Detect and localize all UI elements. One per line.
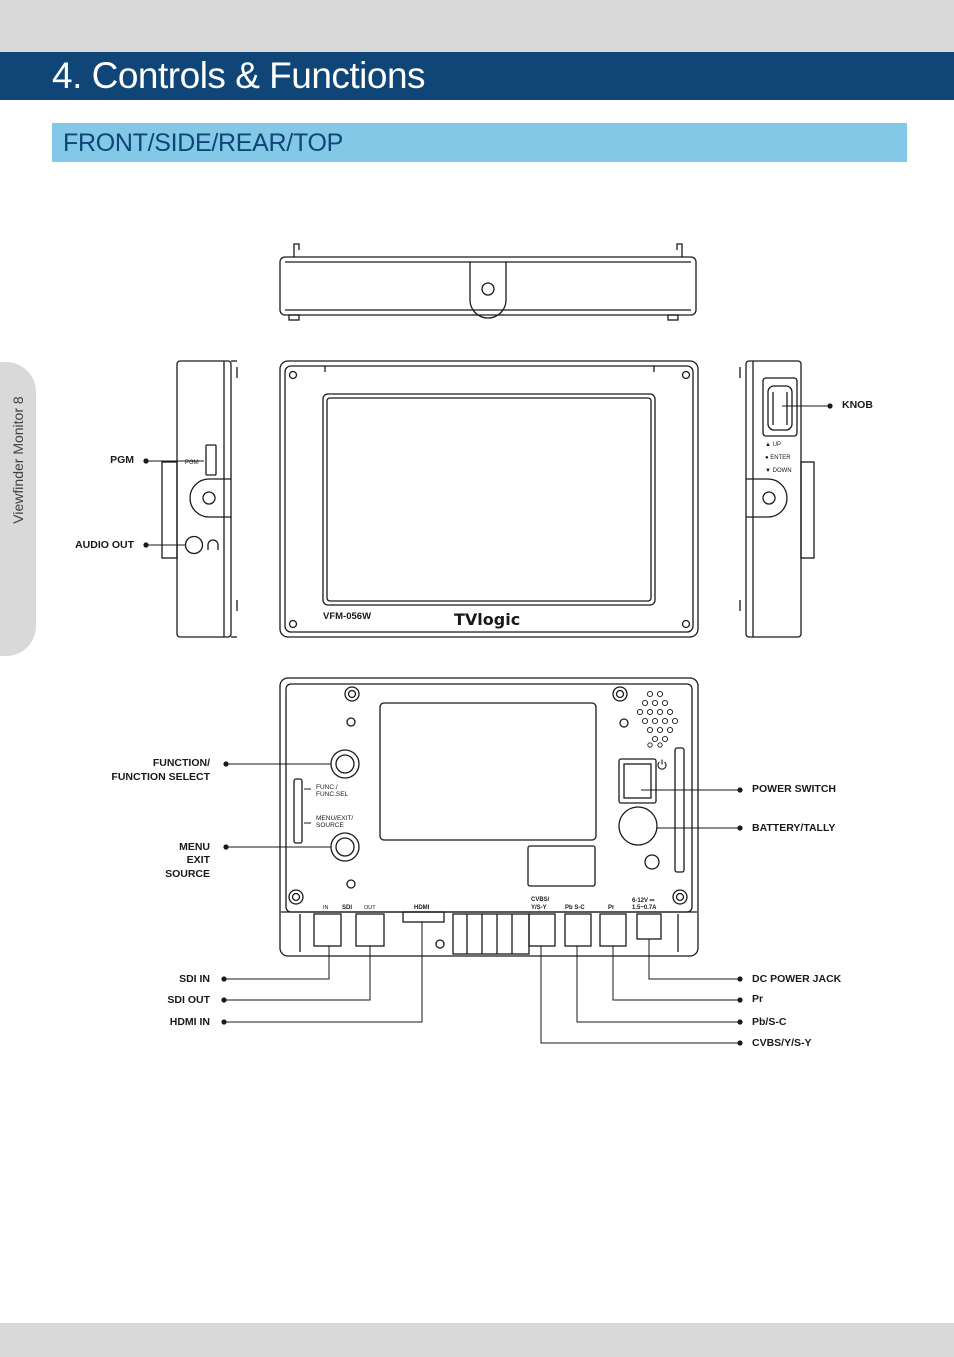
callout-knob: KNOB <box>842 399 873 411</box>
callout-menu-1: MENU <box>179 841 210 853</box>
front-model: VFM-056W <box>323 611 371 622</box>
title-bar <box>0 52 954 100</box>
cvbs-port-label-1: CVBS/ <box>531 897 550 903</box>
section-bar <box>52 123 907 162</box>
sdi-port-label: SDI <box>342 905 352 911</box>
pb-port-label: Pb S-C <box>565 905 585 911</box>
func-sel-label: FUNC.SEL <box>316 791 349 798</box>
right-side-view <box>739 360 815 638</box>
sdi-out-port-label: OUT <box>364 905 376 911</box>
callout-dc-power-jack: DC POWER JACK <box>752 973 842 985</box>
source-key-label: SOURCE <box>316 822 344 829</box>
dc-port-label-1: 6-12V ⎓ <box>632 898 655 904</box>
callout-function-1: FUNCTION/ <box>152 757 210 769</box>
side-tab <box>0 362 36 656</box>
callout-battery-tally: BATTERY/TALLY <box>752 822 836 834</box>
front-view <box>279 360 699 638</box>
callout-sdi-in: SDI IN <box>179 973 210 985</box>
callout-hdmi-in: HDMI IN <box>169 1016 210 1028</box>
hdmi-port-label: HDMI <box>414 905 430 911</box>
sdi-in-port-label: IN <box>323 905 329 911</box>
speaker-grille <box>636 690 679 748</box>
callout-cvbs: CVBS/Y/S-Y <box>752 1037 812 1049</box>
callout-audio-out: AUDIO OUT <box>75 539 134 551</box>
callout-power-switch: POWER SWITCH <box>752 783 836 795</box>
knob-up-label: ▲ UP <box>765 442 781 448</box>
callout-menu-3: SOURCE <box>165 868 210 880</box>
top-band <box>0 0 954 52</box>
menu-key-label: MENU/EXIT/ <box>316 815 353 822</box>
pgm-port-label: PGM <box>185 460 199 466</box>
callout-menu-2: EXIT <box>186 854 210 866</box>
power-icon <box>657 759 667 770</box>
page-title: 4. Controls & Functions <box>52 55 426 96</box>
knob-enter-label: ● ENTER <box>765 455 791 461</box>
callout-lines <box>146 405 830 1044</box>
front-brand: TVlogic <box>454 610 520 629</box>
callout-sdi-out: SDI OUT <box>167 994 210 1006</box>
func-key-label: FUNC / <box>316 784 338 791</box>
cvbs-port-label-2: Y/S-Y <box>531 905 547 911</box>
callout-pgm: PGM <box>110 454 134 466</box>
pr-port-label: Pr <box>608 905 615 911</box>
top-view <box>279 243 697 321</box>
knob-down-label: ▼ DOWN <box>765 468 792 474</box>
dc-port-label-2: 1.5~0.7A <box>632 905 657 911</box>
callout-pr: Pr <box>752 993 764 1005</box>
section-title: FRONT/SIDE/REAR/TOP <box>63 129 343 157</box>
bottom-band <box>0 1323 954 1357</box>
left-side-view <box>161 360 238 638</box>
callout-dots <box>143 403 833 1046</box>
callout-pb-sc: Pb/S-C <box>752 1016 787 1028</box>
callout-function-2: FUNCTION SELECT <box>111 771 210 783</box>
